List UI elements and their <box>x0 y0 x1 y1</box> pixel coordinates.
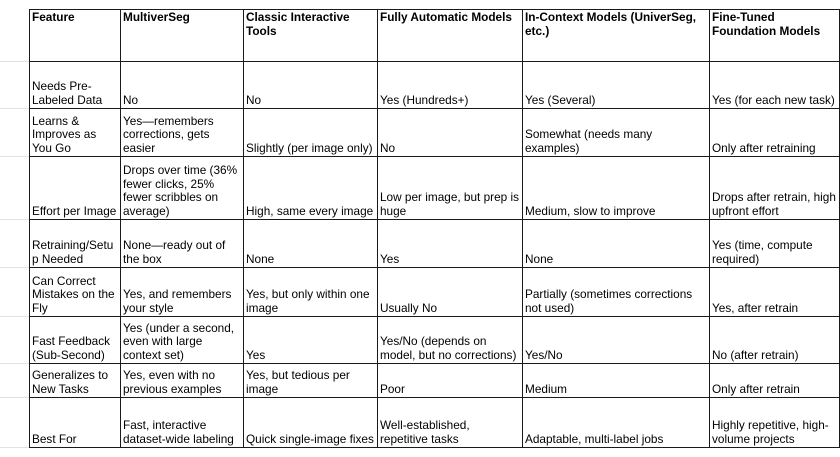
gutter-line <box>0 363 29 364</box>
row-label-cell[interactable]: Retraining/Setup Needed <box>29 219 121 268</box>
header-cell-multiverseg[interactable]: MultiverSeg <box>120 9 244 62</box>
table-row: Learns & Improves as You Go Yes—remember… <box>29 108 840 157</box>
table-cell[interactable]: Slightly (per image only) <box>243 108 378 157</box>
empty-sheet-area <box>29 448 840 457</box>
table-cell[interactable]: Somewhat (needs many examples) <box>522 108 710 157</box>
table-cell[interactable]: None <box>522 219 710 268</box>
table-cell[interactable]: None—ready out of the box <box>120 219 244 268</box>
table-cell[interactable]: Yes <box>243 316 378 364</box>
table-cell[interactable]: Yes (under a second, even with large con… <box>120 316 244 364</box>
table-cell[interactable]: Usually No <box>377 267 523 317</box>
table-cell[interactable]: Adaptable, multi-label jobs <box>522 397 710 448</box>
row-label-cell[interactable]: Learns & Improves as You Go <box>29 108 121 157</box>
table-cell[interactable]: Only after retraining <box>709 108 840 157</box>
row-label-cell[interactable]: Effort per Image <box>29 156 121 220</box>
header-cell-fine-tuned-foundation-models[interactable]: Fine-Tuned Foundation Models <box>709 9 840 62</box>
gutter-line <box>0 219 29 220</box>
gutter-line <box>0 61 29 62</box>
table-row: Needs Pre-Labeled Data No No Yes (Hundre… <box>29 61 840 109</box>
row-label-cell[interactable]: Can Correct Mistakes on the Fly <box>29 267 121 317</box>
gutter-line <box>0 156 29 157</box>
table-cell[interactable]: Yes (for each new task) <box>709 61 840 109</box>
table-cell[interactable]: Partially (sometimes corrections not use… <box>522 267 710 317</box>
comparison-table: Feature MultiverSeg Classic Interactive … <box>29 9 840 448</box>
table-cell[interactable]: Quick single-image fixes <box>243 397 378 448</box>
gutter-line <box>0 108 29 109</box>
table-cell[interactable]: High, same every image <box>243 156 378 220</box>
table-cell[interactable]: No <box>377 108 523 157</box>
gutter-line <box>0 397 29 398</box>
table-row: Best For Fast, interactive dataset-wide … <box>29 397 840 448</box>
table-cell[interactable]: No <box>243 61 378 109</box>
table-cell[interactable]: Yes/No <box>522 316 710 364</box>
header-cell-feature[interactable]: Feature <box>29 9 121 62</box>
table-cell[interactable]: No <box>120 61 244 109</box>
row-label-cell[interactable]: Generalizes to New Tasks <box>29 363 121 398</box>
row-label-cell[interactable]: Best For <box>29 397 121 448</box>
table-cell[interactable]: Well-established, repetitive tasks <box>377 397 523 448</box>
table-cell[interactable]: Yes, but only within one image <box>243 267 378 317</box>
gutter-line <box>0 447 29 448</box>
header-cell-in-context-models[interactable]: In-Context Models (UniverSeg, etc.) <box>522 9 710 62</box>
table-cell[interactable]: Drops over time (36% fewer clicks, 25% f… <box>120 156 244 220</box>
table-row: Fast Feedback (Sub-Second) Yes (under a … <box>29 316 840 364</box>
gutter-line <box>0 267 29 268</box>
table-row: Effort per Image Drops over time (36% fe… <box>29 156 840 220</box>
row-label-cell[interactable]: Needs Pre-Labeled Data <box>29 61 121 109</box>
header-cell-fully-automatic-models[interactable]: Fully Automatic Models <box>377 9 523 62</box>
table-cell[interactable]: Yes (Several) <box>522 61 710 109</box>
table-cell[interactable]: Yes/No (depends on model, but no correct… <box>377 316 523 364</box>
table-cell[interactable]: Fast, interactive dataset-wide labeling <box>120 397 244 448</box>
row-gutter <box>0 0 29 457</box>
table-cell[interactable]: Medium <box>522 363 710 398</box>
table-cell[interactable]: Low per image, but prep is huge <box>377 156 523 220</box>
table-cell[interactable]: Drops after retrain, high upfront effort <box>709 156 840 220</box>
table-row: Retraining/Setup Needed None—ready out o… <box>29 219 840 268</box>
table-cell[interactable]: Yes (time, compute required) <box>709 219 840 268</box>
table-cell[interactable]: Poor <box>377 363 523 398</box>
table-cell[interactable]: Yes <box>377 219 523 268</box>
table-cell[interactable]: Yes (Hundreds+) <box>377 61 523 109</box>
table-cell[interactable]: Yes, but tedious per image <box>243 363 378 398</box>
table-cell[interactable]: Highly repetitive, high-volume projects <box>709 397 840 448</box>
table-cell[interactable]: Yes, and remembers your style <box>120 267 244 317</box>
row-label-cell[interactable]: Fast Feedback (Sub-Second) <box>29 316 121 364</box>
header-cell-classic-interactive-tools[interactable]: Classic Interactive Tools <box>243 9 378 62</box>
header-row: Feature MultiverSeg Classic Interactive … <box>29 9 840 62</box>
table-cell[interactable]: Only after retrain <box>709 363 840 398</box>
table-cell[interactable]: Yes, after retrain <box>709 267 840 317</box>
table-row: Can Correct Mistakes on the Fly Yes, and… <box>29 267 840 317</box>
table-row: Generalizes to New Tasks Yes, even with … <box>29 363 840 398</box>
table-cell[interactable]: Medium, slow to improve <box>522 156 710 220</box>
table-cell[interactable]: Yes—remembers corrections, gets easier <box>120 108 244 157</box>
gutter-line <box>0 316 29 317</box>
table-cell[interactable]: No (after retrain) <box>709 316 840 364</box>
table-cell[interactable]: None <box>243 219 378 268</box>
table-cell[interactable]: Yes, even with no previous examples <box>120 363 244 398</box>
